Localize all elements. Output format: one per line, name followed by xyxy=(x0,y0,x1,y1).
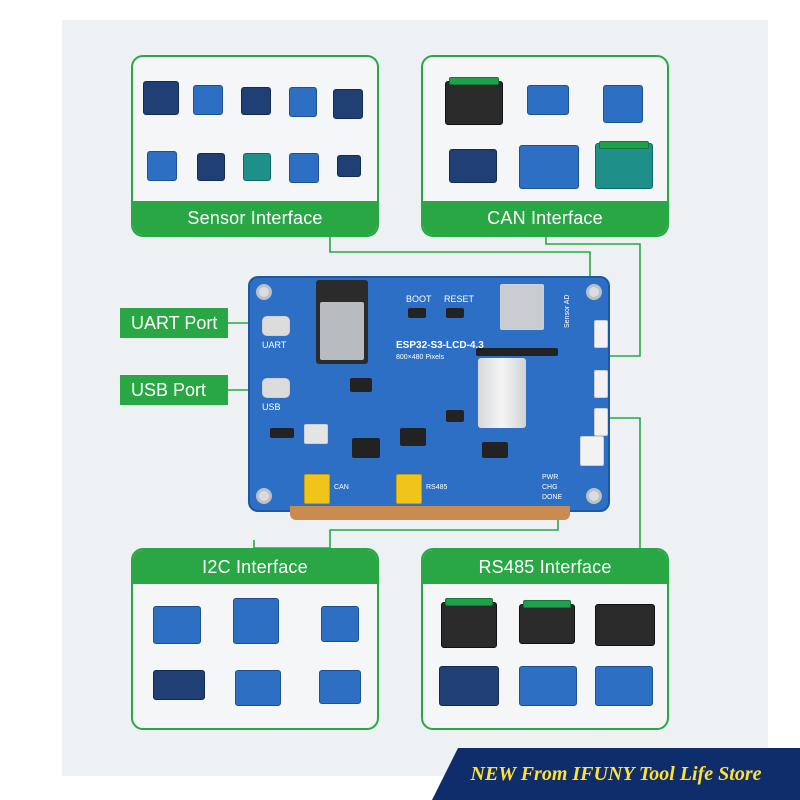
can-module-4 xyxy=(449,149,497,183)
ic-chip-6 xyxy=(270,428,294,438)
i2c-module-4 xyxy=(153,670,205,700)
can-interface-box: CAN Interface xyxy=(421,55,669,237)
can-silk-label: CAN xyxy=(334,484,349,491)
fpc-connector xyxy=(476,348,558,356)
mount-hole-tr xyxy=(586,284,602,300)
can-connector xyxy=(594,370,608,398)
ic-chip-2 xyxy=(352,438,380,458)
sensor-module-3 xyxy=(241,87,271,115)
rs485-interface-label: RS485 Interface xyxy=(423,550,667,584)
i2c-module-2 xyxy=(233,598,279,644)
board-bottom-edge xyxy=(290,506,570,520)
sensor-module-10 xyxy=(337,155,361,177)
rs485-module-6 xyxy=(595,666,653,706)
boot-silk-label: BOOT xyxy=(406,294,432,304)
sensor-interface-label: Sensor Interface xyxy=(133,201,377,235)
usb-silk-label: USB xyxy=(262,402,281,412)
rs485-module-3 xyxy=(595,604,655,646)
rs485-module-5 xyxy=(519,666,577,706)
rs485-connector xyxy=(580,436,604,466)
can-module-6 xyxy=(595,143,653,189)
reset-silk-label: RESET xyxy=(444,294,475,304)
mount-hole-bl xyxy=(256,488,272,504)
can-module-5 xyxy=(519,145,579,189)
can-terminal-block xyxy=(304,474,330,504)
battery-connector xyxy=(304,424,328,444)
usb-port-label: USB Port xyxy=(120,375,228,405)
reset-button xyxy=(446,308,464,318)
done-led-label: DONE xyxy=(542,494,563,501)
sensor-module-2 xyxy=(193,85,223,115)
pwr-led-label: PWR xyxy=(542,474,559,481)
i2c-interface-label: I2C Interface xyxy=(133,550,377,584)
store-footer-banner: NEW From IFUNY Tool Life Store xyxy=(432,748,800,800)
sensor-module-4 xyxy=(289,87,317,117)
rs485-terminal-1 xyxy=(445,598,493,606)
can-interface-label: CAN Interface xyxy=(423,201,667,235)
sensor-module-7 xyxy=(197,153,225,181)
can-terminal-2 xyxy=(599,141,649,149)
i2c-module-5 xyxy=(235,670,281,706)
sensor-module-9 xyxy=(289,153,319,183)
mount-hole-br xyxy=(586,488,602,504)
sensor-module-8 xyxy=(243,153,271,181)
i2c-module-1 xyxy=(153,606,201,644)
usb-usb-c-connector xyxy=(262,378,290,398)
uart-silk-label: UART xyxy=(262,340,287,350)
i2c-module-3 xyxy=(321,606,359,642)
mount-hole-tl xyxy=(256,284,272,300)
can-module-1 xyxy=(445,81,503,125)
board-model-text: ESP32-S3-LCD-4.3 xyxy=(396,340,484,351)
ic-chip-4 xyxy=(446,410,464,422)
can-module-3 xyxy=(603,85,643,123)
uart-usb-c-connector xyxy=(262,316,290,336)
sensor-module-1 xyxy=(143,81,179,115)
can-module-2 xyxy=(527,85,569,115)
i2c-module-6 xyxy=(319,670,361,704)
rs485-interface-box: RS485 Interface xyxy=(421,548,669,730)
store-footer-text: NEW From IFUNY Tool Life Store xyxy=(470,762,762,785)
ic-chip-1 xyxy=(350,378,372,392)
rs485-terminal-block xyxy=(396,474,422,504)
ic-chip-3 xyxy=(400,428,426,446)
sensor-module-6 xyxy=(147,151,177,181)
chg-led-label: CHG xyxy=(542,484,558,491)
rs485-silk-label: RS485 xyxy=(426,484,448,491)
i2c-interface-box: I2C Interface xyxy=(131,548,379,730)
uart-port-label: UART Port xyxy=(120,308,228,338)
sensor-interface-box: Sensor Interface xyxy=(131,55,379,237)
can-terminal-1 xyxy=(449,77,499,85)
esp32-shield xyxy=(320,302,364,360)
rs485-module-1 xyxy=(441,602,497,648)
boot-button xyxy=(408,308,426,318)
sensor-silk-label: Sensor AD xyxy=(564,294,571,328)
rs485-terminal-2 xyxy=(523,600,571,608)
rs485-module-2 xyxy=(519,604,575,644)
sensor-module-5 xyxy=(333,89,363,119)
esp32-board: UART USB BOOT RESET ESP32-S3-LCD-4.3 800… xyxy=(248,276,610,512)
flex-cable xyxy=(478,358,526,428)
board-resolution-text: 800×480 Pixels xyxy=(396,354,445,361)
sensor-connector xyxy=(594,320,608,348)
i2c-connector xyxy=(594,408,608,436)
sd-card-slot xyxy=(500,284,544,330)
ic-chip-5 xyxy=(482,442,508,458)
rs485-module-4 xyxy=(439,666,499,706)
